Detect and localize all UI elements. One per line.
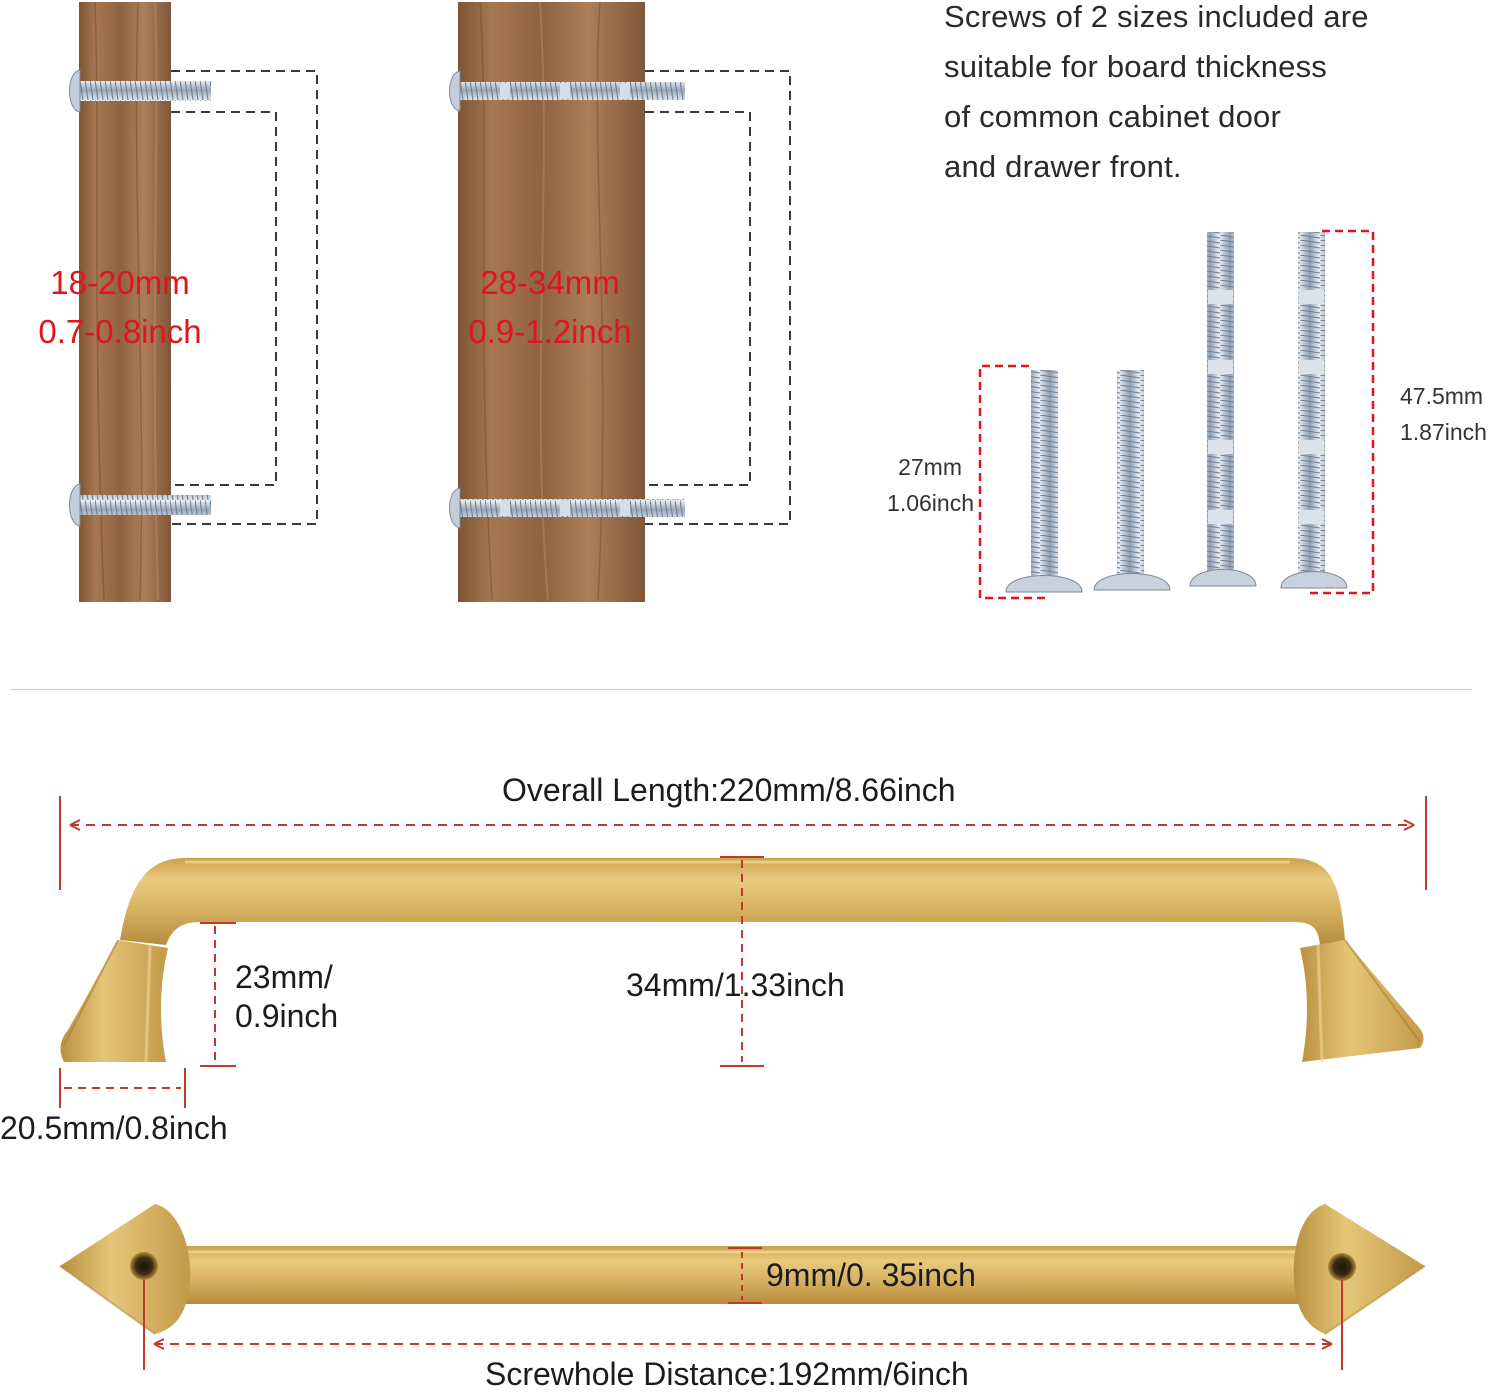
base-width-dimension xyxy=(59,1068,186,1108)
long-screw-vertical-1 xyxy=(1189,232,1257,587)
screws-caption: Screws of 2 sizes included are suitable … xyxy=(944,0,1484,192)
leg-height-mm: 23mm/ xyxy=(235,959,333,995)
thick-board-mm: 28-34mm xyxy=(480,264,620,301)
long-screw-mm: 47.5mm xyxy=(1400,383,1484,409)
thin-board-mm: 18-20mm xyxy=(50,264,190,301)
screwhole-distance-dimension xyxy=(143,1280,1343,1370)
thin-board-thickness-label: 18-20mm 0.7-0.8inch xyxy=(20,258,220,356)
overall-length-dimension xyxy=(59,796,1427,890)
thin-board-inch: 0.7-0.8inch xyxy=(38,313,202,350)
short-screw-vertical-1 xyxy=(1005,370,1083,593)
overall-length-label: Overall Length:220mm/8.66inch xyxy=(502,772,956,808)
bar-diameter-label: 9mm/0. 35inch xyxy=(766,1257,976,1293)
leg-height-inch: 0.9inch xyxy=(235,998,339,1034)
screwhole-distance-label: Screwhole Distance:192mm/6inch xyxy=(485,1356,969,1392)
short-screw-top xyxy=(69,69,211,113)
short-screw-mm: 27mm xyxy=(898,454,962,480)
thick-board-thickness-label: 28-34mm 0.9-1.2inch xyxy=(450,258,650,356)
screw-hole-left-icon xyxy=(130,1252,158,1280)
total-height-label: 34mm/1.33inch xyxy=(626,967,845,1003)
long-screw-vertical-2 xyxy=(1280,232,1348,589)
section-divider xyxy=(10,689,1472,690)
screw-hole-right-icon xyxy=(1328,1253,1356,1281)
caption-line-2: suitable for board thickness xyxy=(944,49,1327,84)
base-width-label: 20.5mm/0.8inch xyxy=(0,1110,228,1146)
long-screw-inch: 1.87inch xyxy=(1400,419,1487,445)
handle-top-view xyxy=(59,1204,1426,1335)
long-screw-red-bracket xyxy=(1308,229,1375,595)
short-screw-bottom xyxy=(69,483,211,527)
caption-line-4: and drawer front. xyxy=(944,149,1182,184)
thickness-bracket-thin xyxy=(171,70,318,525)
long-screw-top xyxy=(449,70,685,112)
total-height-dimension xyxy=(720,856,764,1067)
handle-side-view xyxy=(60,858,1424,1063)
short-screw-vertical-2 xyxy=(1093,370,1171,591)
short-screw-size-label: 27mm 1.06inch xyxy=(870,449,974,521)
short-screw-red-bracket xyxy=(978,364,1045,600)
thick-board-inch: 0.9-1.2inch xyxy=(468,313,632,350)
long-screw-bottom xyxy=(449,487,685,529)
thickness-bracket-thick xyxy=(645,70,791,525)
caption-line-3: of common cabinet door xyxy=(944,99,1281,134)
leg-height-label: 23mm/ 0.9inch xyxy=(235,958,338,1036)
short-screw-inch: 1.06inch xyxy=(887,490,974,516)
long-screw-size-label: 47.5mm 1.87inch xyxy=(1400,378,1500,450)
bar-diameter-dimension xyxy=(728,1247,762,1304)
leg-height-dimension xyxy=(200,922,236,1067)
caption-line-1: Screws of 2 sizes included are xyxy=(944,0,1369,34)
